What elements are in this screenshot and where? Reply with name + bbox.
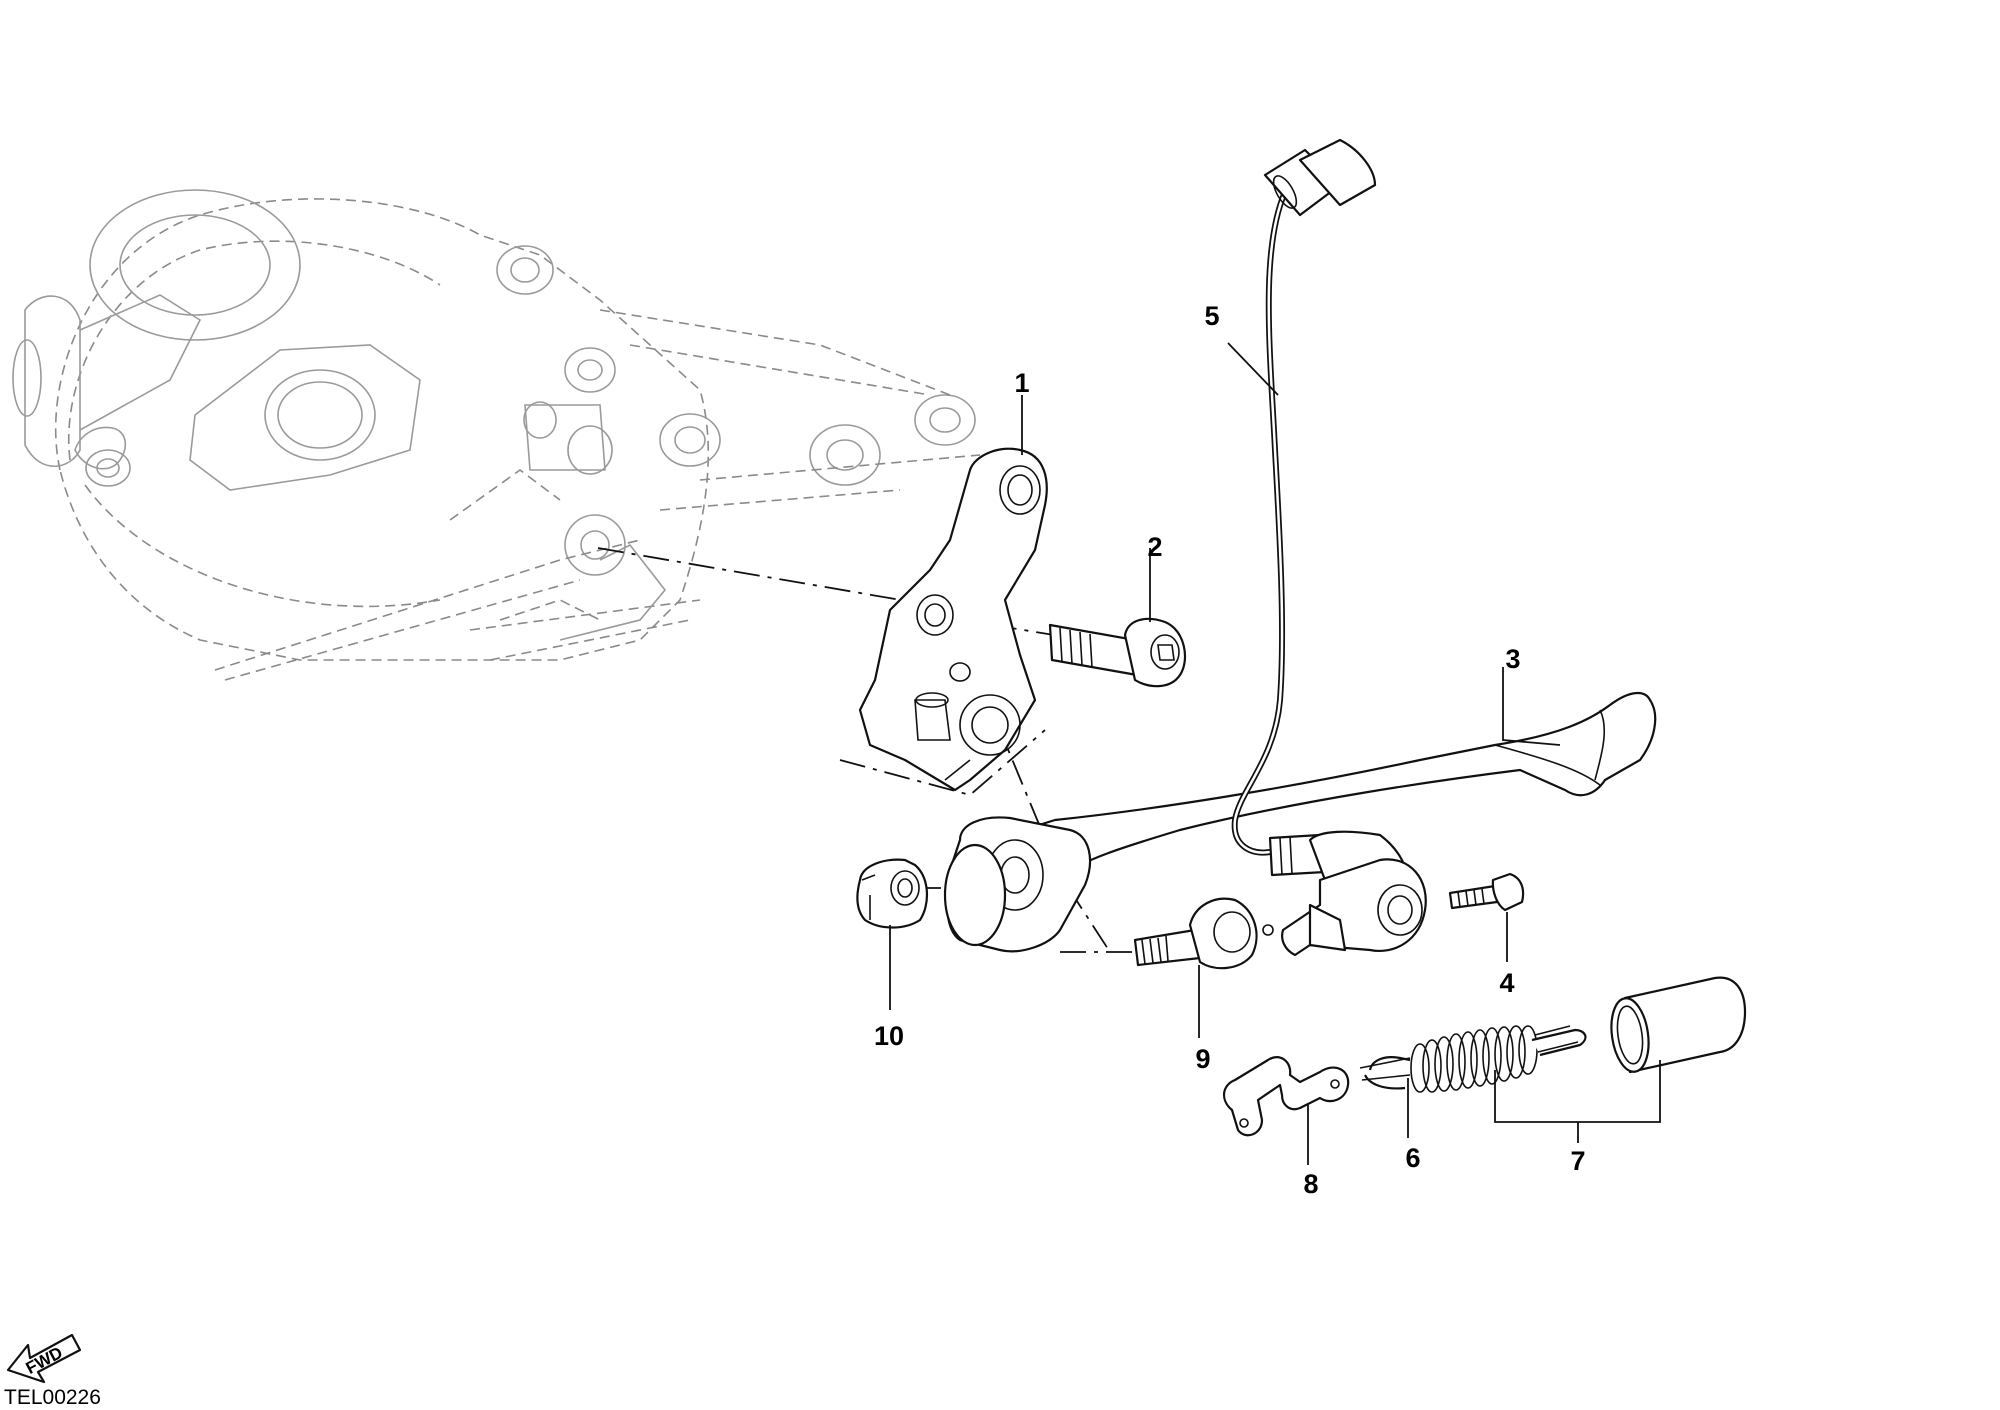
forward-arrow-icon (6, 1333, 82, 1384)
callout-5: 5 (1204, 301, 1219, 331)
part-2-bolt (1048, 617, 1187, 688)
part-1-sidestand-bracket (858, 447, 1048, 792)
part-3-sidestand-leg (943, 692, 1657, 953)
drawing-code: TEL00226 (4, 1386, 101, 1409)
part-8-spring-clip (1223, 1056, 1350, 1137)
callout-10: 10 (874, 1021, 904, 1051)
callout-8: 8 (1303, 1169, 1318, 1199)
callout-2: 2 (1147, 532, 1162, 562)
spring-coils (1410, 1025, 1538, 1093)
part-7-sleeve (1610, 976, 1747, 1074)
callout-labels: 1 2 3 4 5 6 7 8 9 10 (874, 301, 1586, 1199)
part-5-switch-cable (1231, 138, 1377, 877)
part-6-spring (1359, 1025, 1587, 1093)
callout-3: 3 (1505, 644, 1520, 674)
callout-6: 6 (1405, 1143, 1420, 1173)
sidestand-switch (1281, 830, 1427, 957)
callout-4: 4 (1499, 968, 1514, 998)
engine-case-ghost (12, 189, 981, 681)
leader-lines (889, 342, 1661, 1165)
part-4-screw (1448, 872, 1525, 912)
part-9-pivot-bolt (1133, 897, 1274, 970)
callout-7: 7 (1570, 1146, 1585, 1176)
callout-9: 9 (1195, 1044, 1210, 1074)
callout-1: 1 (1014, 368, 1029, 398)
forward-direction-badge: FWD (6, 1333, 82, 1384)
part-10-spacer (856, 858, 929, 929)
